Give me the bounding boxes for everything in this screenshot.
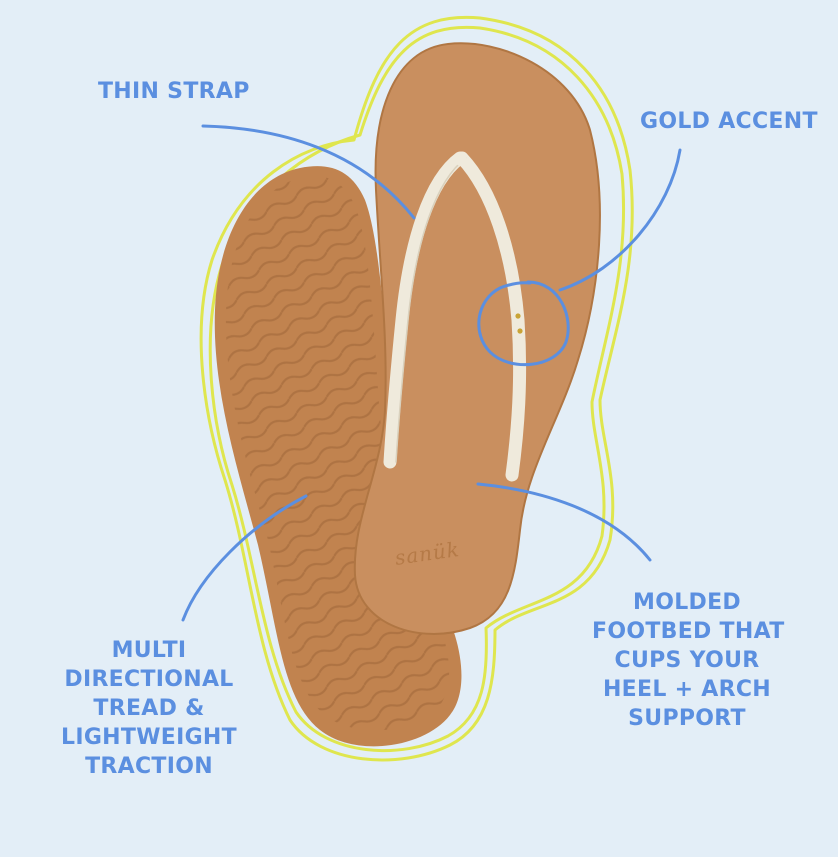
thin-strap-pointer — [201, 124, 416, 220]
callout-line: CUPS YOUR — [614, 648, 760, 673]
callout-line: HEEL + ARCH — [602, 677, 772, 702]
tread-pointer — [181, 494, 308, 622]
gold-accent-pointer — [558, 148, 682, 292]
callout-line: THIN STRAP — [98, 79, 250, 104]
footbed-pointer — [476, 482, 652, 562]
callout-line: SUPPORT — [628, 706, 746, 731]
callout-line: MOLDED — [633, 590, 741, 615]
callout-line: TREAD & — [93, 696, 205, 721]
yellow-outline-scribble — [199, 15, 634, 762]
gold-accent-callout: GOLD ACCENT — [640, 107, 818, 136]
molded-footbed-callout: MOLDED FOOTBED THAT CUPS YOUR HEEL + ARC… — [592, 588, 785, 733]
strap-image — [383, 151, 527, 482]
gold-accent-circle — [477, 280, 570, 367]
callout-line: FOOTBED THAT — [592, 619, 785, 644]
callout-line: LIGHTWEIGHT — [61, 725, 237, 750]
pointer-lines — [181, 124, 682, 622]
callout-line: GOLD ACCENT — [640, 109, 818, 134]
callout-line: TRACTION — [85, 754, 213, 779]
sandal-footbed-image — [353, 42, 601, 635]
thin-strap-callout: THIN STRAP — [98, 77, 250, 106]
tread-callout: MULTI DIRECTIONAL TREAD & LIGHTWEIGHT TR… — [60, 636, 238, 781]
callout-line: DIRECTIONAL — [64, 667, 234, 692]
callout-line: MULTI — [111, 638, 187, 663]
gold-accent-dots — [515, 313, 523, 334]
